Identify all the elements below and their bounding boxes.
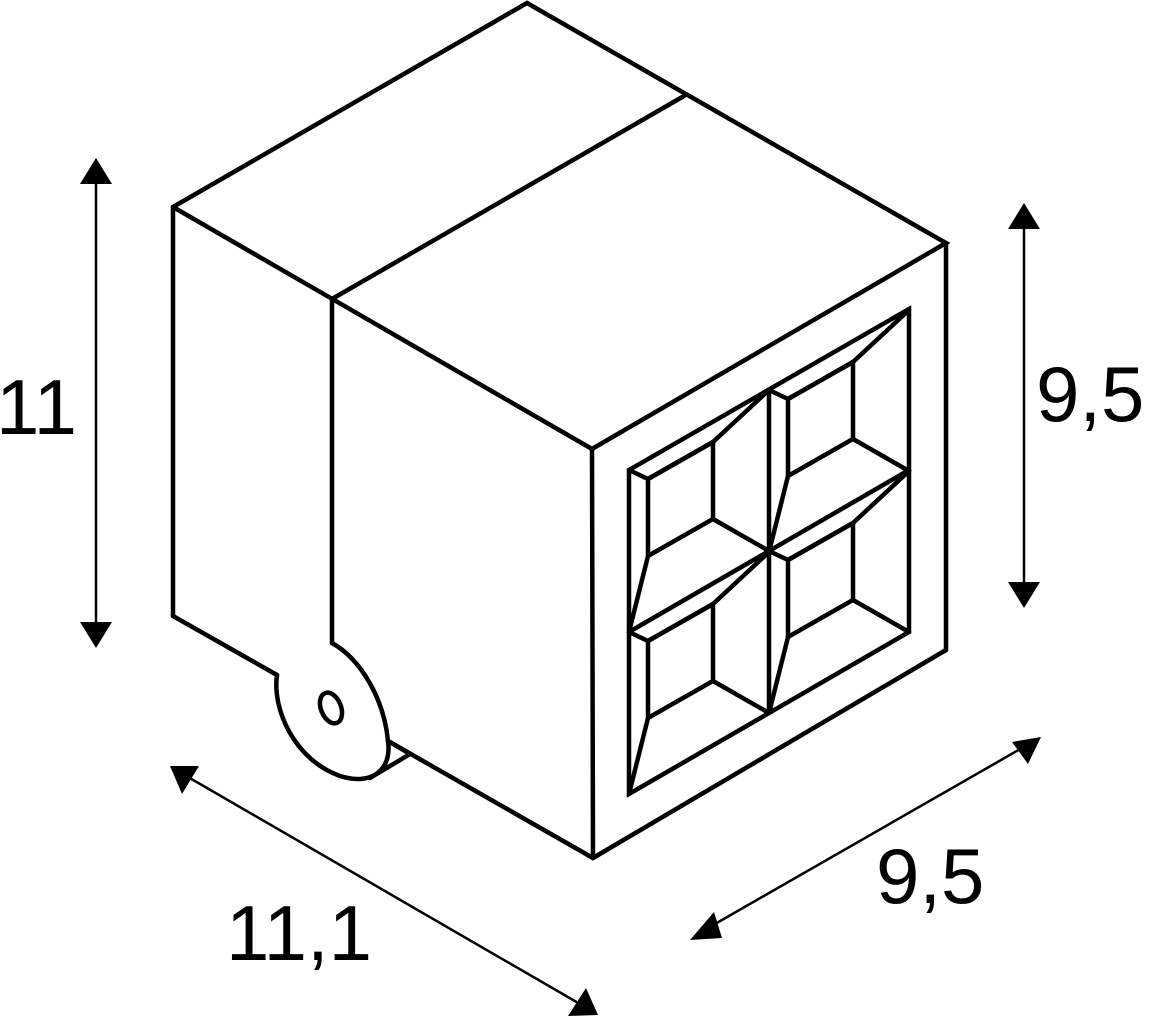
dimension-height-left [80, 158, 112, 648]
side-bottom-edge [385, 738, 596, 861]
bracket-hole-icon [317, 690, 345, 726]
dimension-depth-side [170, 766, 598, 1016]
bracket-thickness [367, 738, 415, 781]
top-seam-line [329, 93, 687, 302]
dimension-label-width-front: 9,5 [876, 832, 985, 920]
lens-cell-top-left [629, 390, 769, 632]
arrow-down-left-icon [690, 912, 722, 940]
top-face-edge [170, 0, 951, 452]
fixture-body [170, 0, 951, 861]
lens-cell-bottom-left [629, 552, 769, 794]
bracket-outline [274, 640, 391, 782]
arrow-up-icon [1008, 203, 1040, 229]
lens-cells [629, 310, 909, 794]
mounting-bracket [274, 640, 415, 782]
arrow-down-icon [1008, 582, 1040, 608]
dimension-width-front [690, 737, 1041, 940]
arrow-up-left-icon [170, 766, 199, 794]
dimension-label-depth-side: 11,1 [226, 889, 373, 977]
left-bottom-edge [170, 613, 280, 678]
arrow-up-right-icon [1012, 737, 1041, 764]
arrow-down-icon [80, 622, 112, 648]
dimension-height-right [1008, 203, 1040, 608]
arrow-up-icon [80, 158, 112, 184]
dimension-label-height-right: 9,5 [1036, 350, 1145, 438]
dimension-label-height-left: 11 [0, 363, 77, 451]
lens-cell-top-right [769, 310, 909, 552]
front-bottom-edge [590, 647, 949, 861]
front-corner-edge [589, 446, 596, 861]
arrow-down-right-icon [568, 988, 598, 1016]
lens-cell-bottom-right [769, 471, 909, 713]
